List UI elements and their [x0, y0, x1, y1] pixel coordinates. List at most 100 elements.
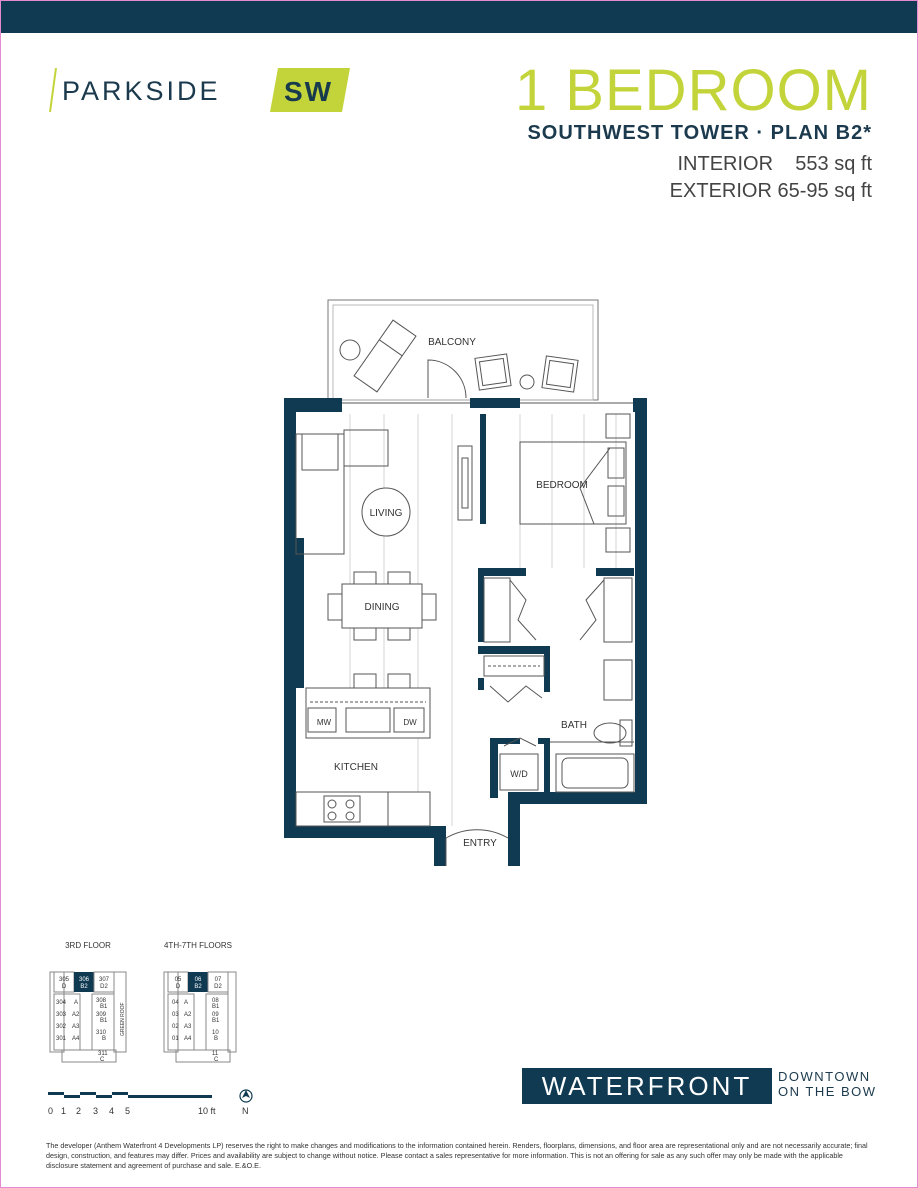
interior-walls: [478, 414, 634, 798]
svg-text:B: B: [102, 1036, 106, 1042]
svg-text:D: D: [176, 984, 181, 990]
scale-bar: 0 1 2 3 4 5 10 ft N: [48, 1089, 253, 1116]
appliance-label-mw: MW: [317, 718, 332, 727]
kitchen-island-icon: [305, 673, 431, 739]
keyplan-3rd-floor: 305 D 306 B2 307 D2 304 A 308 B1 303 A2 …: [49, 971, 127, 1063]
balcony-chair-icon-2: [541, 355, 579, 393]
svg-text:08: 08: [212, 998, 219, 1004]
media-unit-icon: [457, 445, 473, 521]
balcony-outline: [327, 299, 599, 401]
tagline-line1: DOWNTOWN: [778, 1069, 871, 1084]
waterfront-tagline: DOWNTOWN ON THE BOW: [778, 1069, 877, 1099]
svg-text:A2: A2: [184, 1012, 192, 1018]
top-bar: [1, 1, 917, 33]
logo-badge-text: SW: [284, 76, 334, 107]
scale-tick-5: 5: [125, 1106, 130, 1116]
room-label-wd: W/D: [510, 769, 528, 779]
svg-text:311: 311: [98, 1051, 108, 1057]
svg-text:301: 301: [56, 1036, 67, 1042]
svg-text:04: 04: [172, 1000, 179, 1006]
logo-badge-shape: [270, 68, 350, 112]
svg-text:307: 307: [99, 977, 110, 983]
svg-text:B: B: [214, 1036, 218, 1042]
balcony-chair-icon-1: [474, 353, 512, 391]
svg-text:A3: A3: [184, 1024, 192, 1030]
area-info: INTERIOR 553 sq ft EXTERIOR 65-95 sq ft: [515, 151, 872, 205]
svg-text:11: 11: [212, 1051, 219, 1057]
interior-label: INTERIOR: [677, 153, 774, 175]
north-label: N: [242, 1106, 249, 1116]
sofa-icon: [295, 429, 389, 555]
svg-text:A4: A4: [72, 1036, 80, 1042]
svg-text:B1: B1: [100, 1004, 108, 1010]
svg-text:B2: B2: [80, 984, 88, 990]
exterior-row: EXTERIOR 65-95 sq ft: [515, 178, 872, 205]
tagline-line2: ON THE BOW: [778, 1084, 877, 1099]
svg-text:A3: A3: [72, 1024, 80, 1030]
svg-text:D2: D2: [100, 984, 108, 990]
key-plans: 3RD FLOOR 4TH-7TH FLOORS 305 D 306 B2 30…: [49, 941, 237, 1063]
svg-text:C: C: [214, 1057, 219, 1063]
svg-text:310: 310: [96, 1030, 107, 1036]
kitchen-counter-icon: [295, 791, 431, 827]
svg-text:06: 06: [195, 977, 202, 983]
svg-text:09: 09: [212, 1012, 219, 1018]
room-label-bedroom: BEDROOM: [536, 480, 588, 491]
svg-text:308: 308: [96, 998, 107, 1004]
scale-tick-3: 3: [93, 1106, 98, 1116]
interior-row: INTERIOR 553 sq ft: [515, 151, 872, 178]
svg-text:306: 306: [79, 977, 90, 983]
logo-name: PARKSIDE: [62, 76, 221, 106]
exterior-value: 65-95 sq ft: [777, 180, 872, 202]
coffee-table-icon: [361, 487, 411, 537]
svg-text:305: 305: [59, 977, 70, 983]
dining-table-icon: [327, 571, 437, 641]
bed-icon: [519, 413, 631, 553]
svg-text:D: D: [62, 984, 67, 990]
keyplan-4th7th-floors: 05 D 06 B2 07 D2 04 A 08 B1 03 A2 09 B1 …: [163, 971, 237, 1063]
bath-fixtures-icon: [550, 659, 635, 793]
svg-text:05: 05: [175, 977, 182, 983]
svg-text:A2: A2: [72, 1012, 80, 1018]
plan-subtitle: SOUTHWEST TOWER · PLAN B2*: [527, 122, 872, 144]
scale-end: 10 ft: [198, 1106, 216, 1116]
keyplan-3rd-title: 3RD FLOOR: [65, 941, 111, 950]
svg-text:C: C: [100, 1057, 105, 1063]
svg-text:02: 02: [172, 1024, 179, 1030]
legal-disclaimer: The developer (Anthem Waterfront 4 Devel…: [46, 1141, 868, 1170]
svg-text:B2: B2: [194, 984, 202, 990]
keyplan-4th7th-title: 4TH-7TH FLOORS: [164, 941, 232, 950]
svg-text:302: 302: [56, 1024, 67, 1030]
svg-text:B1: B1: [212, 1004, 220, 1010]
scale-tick-0: 0: [48, 1106, 53, 1116]
interior-value: 553 sq ft: [795, 153, 872, 175]
exterior-label: EXTERIOR: [669, 180, 772, 202]
logo-slash-icon: [49, 68, 57, 112]
svg-text:01: 01: [172, 1036, 179, 1042]
side-table-icon: [339, 339, 361, 361]
entry-door-icon: [445, 829, 509, 866]
scale-tick-4: 4: [109, 1106, 114, 1116]
room-label-entry: ENTRY: [463, 838, 497, 849]
room-label-balcony: BALCONY: [428, 337, 476, 348]
svg-text:309: 309: [96, 1012, 107, 1018]
parkside-sw-logo: PARKSIDE SW: [48, 68, 350, 112]
waterfront-logo: WATERFRONT: [522, 1068, 772, 1104]
scale-tick-1: 1: [61, 1106, 66, 1116]
svg-text:10: 10: [212, 1030, 219, 1036]
svg-text:A: A: [74, 1000, 78, 1006]
floor-plan: BALCONY: [284, 299, 647, 866]
svg-text:304: 304: [56, 1000, 67, 1006]
svg-text:B1: B1: [212, 1018, 220, 1024]
svg-text:D2: D2: [214, 984, 222, 990]
svg-text:07: 07: [215, 977, 222, 983]
svg-text:GREEN ROOF: GREEN ROOF: [120, 1002, 126, 1036]
svg-text:A: A: [184, 1000, 188, 1006]
room-label-dining: DINING: [365, 602, 400, 613]
north-arrow-icon: [239, 1089, 253, 1103]
plan-title-block: 1 BEDROOM SOUTHWEST TOWER · PLAN B2* INT…: [515, 60, 872, 205]
exterior-walls: [284, 398, 647, 866]
unit-type-title: 1 BEDROOM: [514, 58, 872, 123]
closet-doors-icon: [483, 577, 633, 703]
room-label-living: LIVING: [370, 508, 403, 519]
